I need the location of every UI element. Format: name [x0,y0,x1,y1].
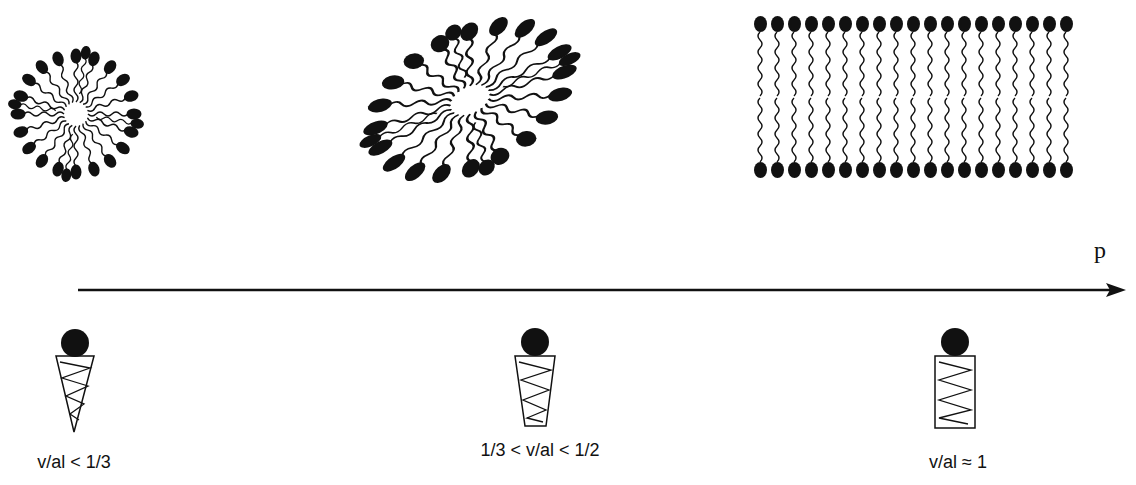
axis-label: p [1094,236,1106,265]
ratio-label: v/al ≈ 1 [929,452,987,474]
ratio-label: 1/3 < v/al < 1/2 [480,440,599,462]
ratio-label: v/al < 1/3 [37,452,111,474]
